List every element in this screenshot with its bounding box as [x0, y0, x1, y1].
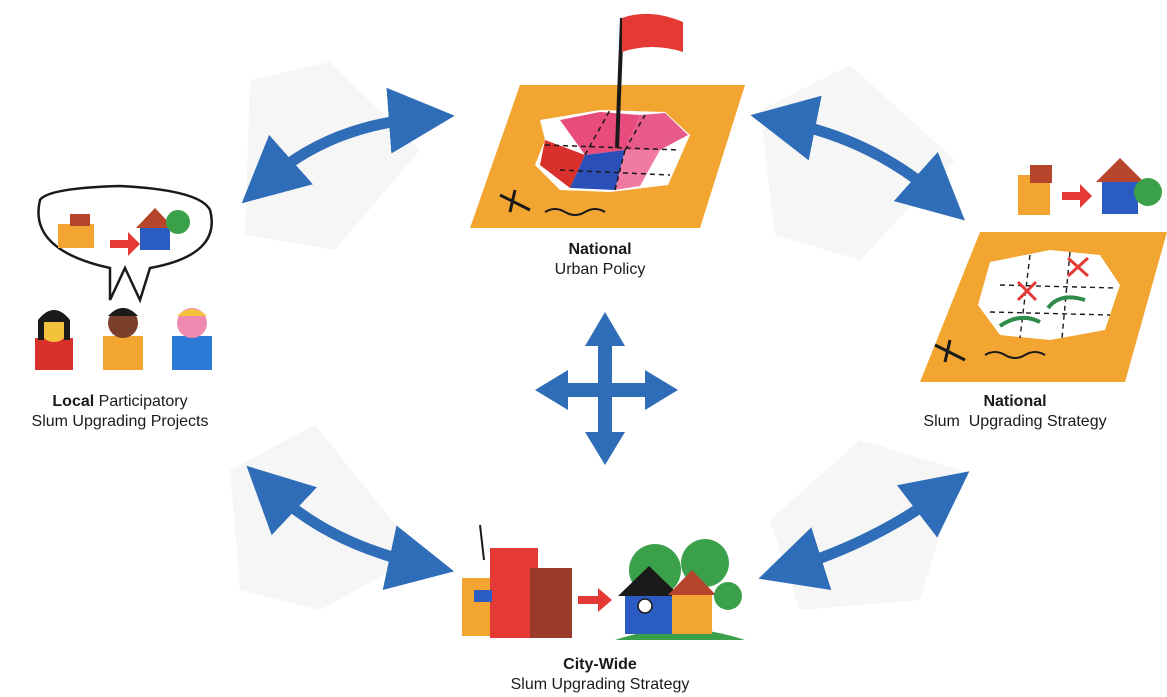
node-title: Local	[52, 393, 95, 410]
node-subtitle: Slum Upgrading Strategy	[510, 676, 690, 693]
arrow-bottom-left	[246, 465, 455, 590]
urban-policy-map-illustration	[470, 13, 745, 228]
node-subtitle: Slum Upgrading Strategy	[923, 413, 1107, 430]
node-city-wide-strategy: City-Wide Slum Upgrading Strategy	[480, 655, 720, 695]
node-title: City-Wide	[563, 656, 637, 673]
national-strategy-map-illustration	[920, 158, 1167, 382]
node-subtitle: Urban Policy	[554, 261, 646, 278]
node-local-projects: Local Participatory Slum Upgrading Proje…	[0, 392, 240, 432]
city-wide-illustration	[462, 524, 745, 640]
arrow-top-right	[750, 95, 965, 221]
node-national-urban-policy: National Urban Policy	[500, 240, 700, 280]
node-title-rest: Participatory	[94, 393, 188, 410]
arrow-bottom-right	[758, 471, 970, 591]
node-title: National	[983, 393, 1047, 410]
local-participation-illustration	[35, 184, 213, 370]
node-national-strategy: National Slum Upgrading Strategy	[890, 392, 1140, 432]
four-way-arrow-icon	[535, 312, 678, 465]
arrow-top-left	[241, 87, 455, 204]
node-subtitle: Slum Upgrading Projects	[31, 413, 209, 430]
node-title: National	[568, 241, 632, 258]
